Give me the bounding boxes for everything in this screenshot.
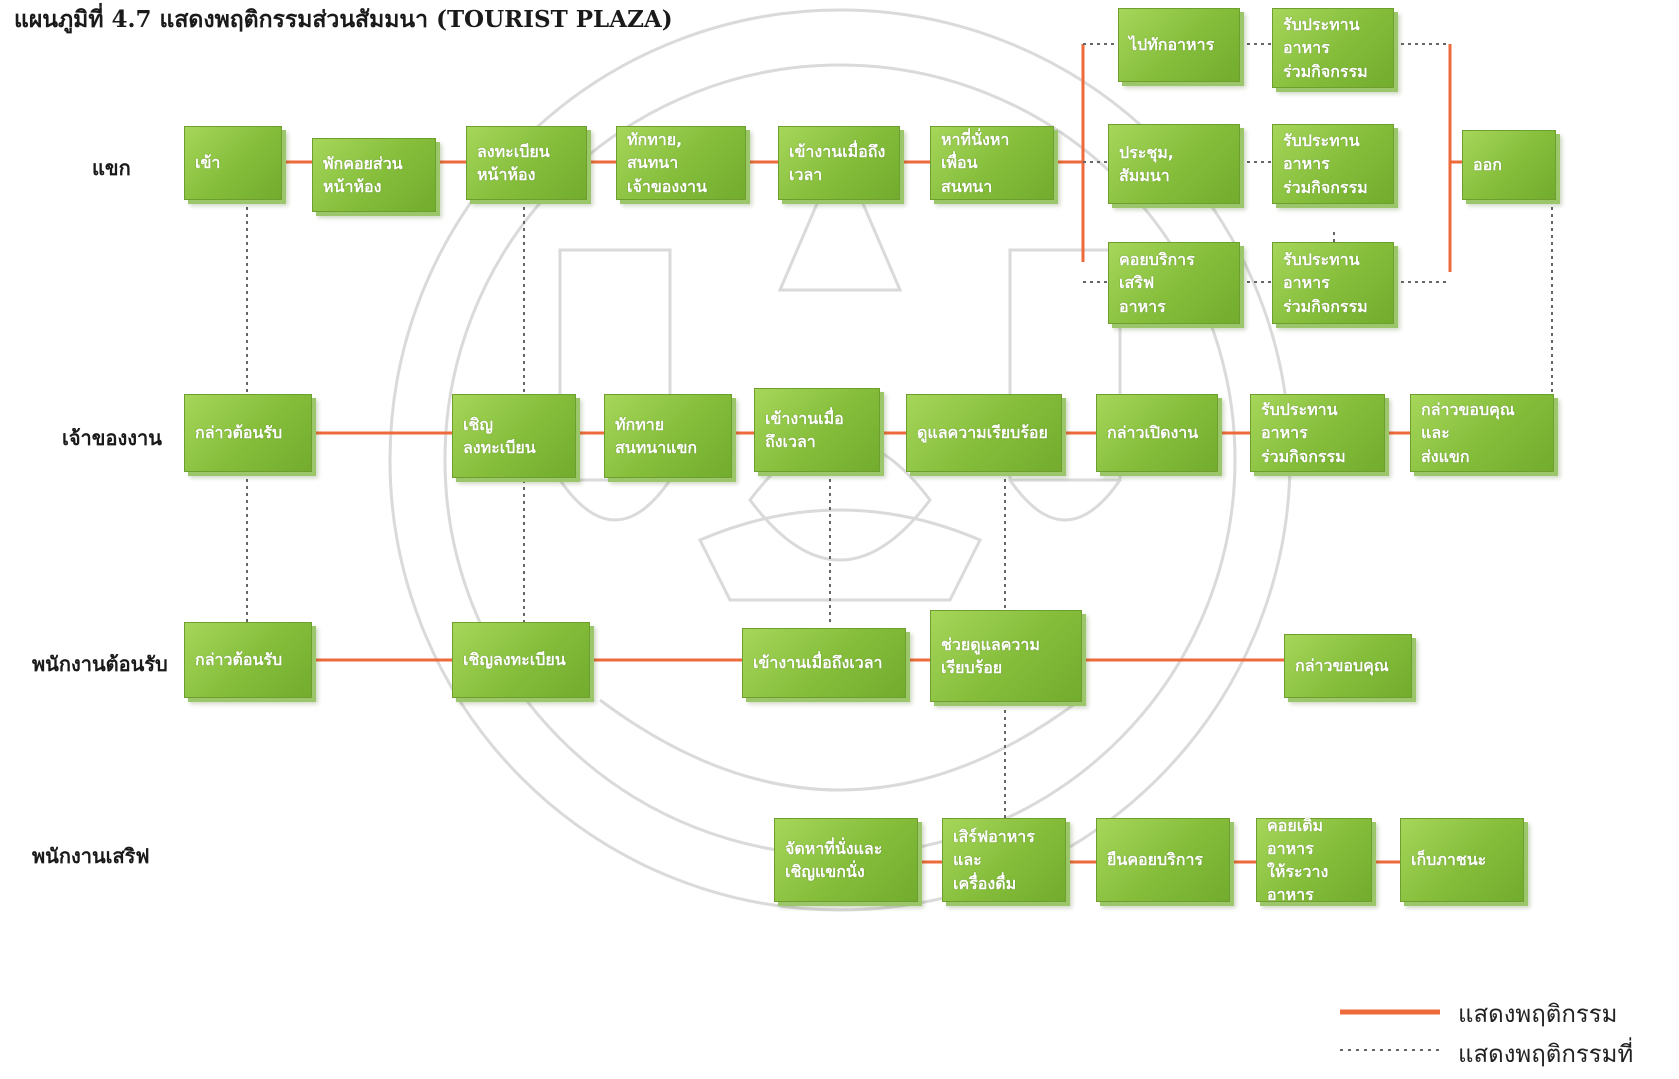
- box-guest-eat-join-1: รับประทานอาหาร ร่วมกิจกรรม: [1272, 8, 1394, 88]
- box-label: ไปทักอาหาร: [1129, 35, 1215, 55]
- box-host-greet-guests: ทักทาย สนทนาแขก: [604, 394, 732, 478]
- box-guest-eat-join-2: รับประทานอาหาร ร่วมกิจกรรม: [1272, 124, 1394, 204]
- box-label: หาที่นั่งหาเพื่อน สนทนา: [941, 130, 1010, 196]
- lane-label-reception: พนักงานต้อนรับ: [32, 652, 168, 676]
- box-server-clear: เก็บภาชนะ: [1400, 818, 1524, 902]
- box-guest-register: ลงทะเบียน หน้าห้อง: [466, 126, 587, 200]
- box-label: กล่าวต้อนรับ: [195, 650, 283, 670]
- box-host-open: กล่าวเปิดงาน: [1096, 394, 1218, 472]
- box-label: คอยเติมอาหาร ให้ระวางอาหาร: [1267, 815, 1329, 905]
- box-label: รับประทานอาหาร ร่วมกิจกรรม: [1261, 400, 1346, 466]
- box-host-invite-register: เชิญ ลงทะเบียน: [452, 394, 576, 478]
- box-label: รับประทานอาหาร ร่วมกิจกรรม: [1283, 131, 1368, 197]
- box-label: จัดหาที่นั่งและ เชิญแขกนั่ง: [785, 838, 883, 881]
- page-title: แผนภูมิที่ 4.7 แสดงพฤติกรรมส่วนสัมมนา (T…: [14, 6, 673, 33]
- box-label: เข้างานเมื่อถึง เวลา: [789, 141, 886, 184]
- box-label: เข้างานเมื่อ ถึงเวลา: [765, 408, 844, 451]
- box-label: ช่วยดูแลความ เรียบร้อย: [941, 634, 1040, 677]
- box-guest-enter: เข้า: [184, 126, 282, 200]
- box-server-serve: เสิร์ฟอาหารและ เครื่องดื่ม: [942, 818, 1066, 902]
- box-host-welcome: กล่าวต้อนรับ: [184, 394, 312, 472]
- box-guest-go-eat: ไปทักอาหาร: [1118, 8, 1240, 82]
- box-guest-exit: ออก: [1462, 130, 1556, 200]
- box-label: เข้า: [195, 153, 221, 173]
- lane-label-host: เจ้าของงาน: [62, 426, 162, 450]
- box-host-supervise: ดูแลความเรียบร้อย: [906, 394, 1062, 472]
- box-host-eat-join: รับประทานอาหาร ร่วมกิจกรรม: [1250, 394, 1385, 472]
- box-reception-thank: กล่าวขอบคุณ: [1284, 634, 1412, 698]
- box-label: เข้างานเมื่อถึงเวลา: [753, 653, 883, 673]
- box-guest-meeting: ประชุม, สัมมนา: [1108, 124, 1240, 204]
- lane-label-server: พนักงานเสริฟ: [32, 844, 150, 868]
- lane-label-guest: แขก: [92, 156, 131, 180]
- box-guest-wait-food: คอยบริการเสริฟ อาหาร: [1108, 242, 1240, 324]
- box-label: ออก: [1473, 155, 1502, 175]
- box-reception-welcome: กล่าวต้อนรับ: [184, 622, 312, 698]
- box-server-arrange: จัดหาที่นั่งและ เชิญแขกนั่ง: [774, 818, 918, 902]
- box-label: ทักทาย, สนทนา เจ้าของงาน: [627, 130, 707, 196]
- box-label: ลงทะเบียน หน้าห้อง: [477, 141, 550, 184]
- box-label: กล่าวขอบคุณ: [1295, 656, 1389, 676]
- box-guest-enter-time: เข้างานเมื่อถึง เวลา: [778, 126, 900, 200]
- box-label: ประชุม, สัมมนา: [1119, 142, 1174, 185]
- box-reception-invite-register: เชิญลงทะเบียน: [452, 622, 590, 698]
- box-guest-find-seat: หาที่นั่งหาเพื่อน สนทนา: [930, 126, 1054, 200]
- box-label: ดูแลความเรียบร้อย: [917, 423, 1048, 443]
- box-guest-rest: พักคอยส่วน หน้าห้อง: [312, 138, 436, 212]
- legend-solid-label: แสดงพฤติกรรม: [1458, 1000, 1618, 1028]
- legend-dotted-label: แสดงพฤติกรรมที่: [1458, 1040, 1634, 1068]
- box-label: ทักทาย สนทนาแขก: [615, 414, 698, 457]
- box-reception-help: ช่วยดูแลความ เรียบร้อย: [930, 610, 1082, 702]
- box-label: ยืนคอยบริการ: [1107, 850, 1204, 870]
- box-label: กล่าวขอบคุณและ ส่งแขก: [1421, 400, 1515, 466]
- box-label: รับประทานอาหาร ร่วมกิจกรรม: [1283, 250, 1368, 316]
- box-label: พักคอยส่วน หน้าห้อง: [323, 153, 403, 196]
- box-server-refill: คอยเติมอาหาร ให้ระวางอาหาร: [1256, 816, 1372, 904]
- box-label: เก็บภาชนะ: [1411, 850, 1487, 870]
- box-host-enter-time: เข้างานเมื่อ ถึงเวลา: [754, 388, 880, 472]
- box-reception-enter-time: เข้างานเมื่อถึงเวลา: [742, 628, 906, 698]
- box-server-standby: ยืนคอยบริการ: [1096, 818, 1230, 902]
- box-label: คอยบริการเสริฟ อาหาร: [1119, 250, 1195, 316]
- box-guest-eat-join-3: รับประทานอาหาร ร่วมกิจกรรม: [1272, 242, 1394, 324]
- box-label: กล่าวเปิดงาน: [1107, 423, 1199, 443]
- box-label: เสิร์ฟอาหารและ เครื่องดื่ม: [953, 827, 1035, 893]
- box-label: เชิญลงทะเบียน: [463, 650, 566, 670]
- box-guest-greet: ทักทาย, สนทนา เจ้าของงาน: [616, 126, 746, 200]
- box-label: เชิญ ลงทะเบียน: [463, 414, 536, 457]
- box-label: รับประทานอาหาร ร่วมกิจกรรม: [1283, 15, 1368, 81]
- box-label: กล่าวต้อนรับ: [195, 423, 283, 443]
- box-host-thank: กล่าวขอบคุณและ ส่งแขก: [1410, 394, 1554, 472]
